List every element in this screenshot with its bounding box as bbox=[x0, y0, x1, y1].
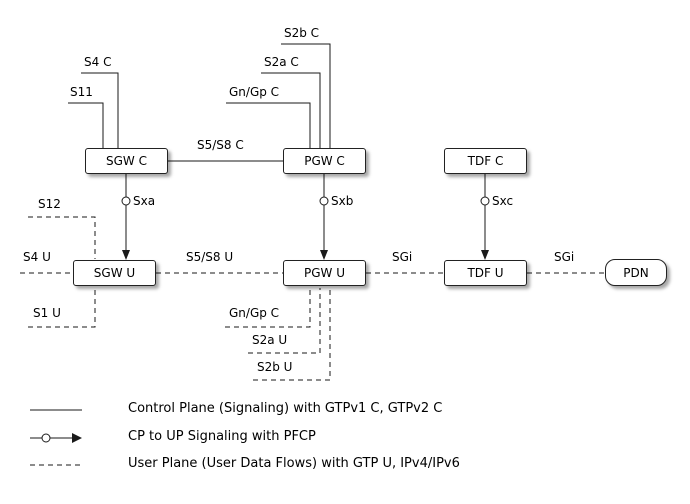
line-s11 bbox=[68, 102, 104, 148]
label-s4-u: S4 U bbox=[23, 250, 51, 264]
label-s1-u: S1 U bbox=[33, 306, 61, 320]
legend-user-plane: User Plane (User Data Flows) with GTP U,… bbox=[128, 456, 460, 471]
line-s2b-c bbox=[281, 43, 331, 148]
label-s12: S12 bbox=[38, 197, 61, 211]
legend-control-plane: Control Plane (Signaling) with GTPv1 C, … bbox=[128, 401, 443, 416]
label-s5-s8-u: S5/S8 U bbox=[186, 250, 234, 264]
label-sgi-1: SGi bbox=[392, 250, 413, 264]
node-sgw-c: SGW C bbox=[85, 148, 168, 174]
label-s2a-c: S2a C bbox=[264, 55, 299, 69]
line-s12 bbox=[28, 216, 96, 259]
label-s2a-u: S2a U bbox=[252, 333, 288, 347]
line-gn-gp-c-top bbox=[226, 102, 311, 148]
node-pgw-c: PGW C bbox=[283, 148, 366, 174]
circle-arrow-line-icon bbox=[30, 433, 82, 443]
label-sxa: Sxa bbox=[133, 194, 156, 208]
label-s2b-c: S2b C bbox=[284, 26, 320, 40]
line-sxa bbox=[121, 174, 131, 260]
line-s2a-u bbox=[248, 288, 321, 354]
node-pgw-u: PGW U bbox=[283, 260, 366, 286]
node-tdf-u: TDF U bbox=[444, 260, 527, 286]
label-sxc: Sxc bbox=[492, 194, 514, 208]
label-gn-gp-c-top: Gn/Gp C bbox=[229, 85, 280, 99]
legend-pfcp: CP to UP Signaling with PFCP bbox=[128, 429, 316, 444]
label-s5-s8-c: S5/S8 C bbox=[197, 138, 244, 152]
label-gn-gp-c-bottom: Gn/Gp C bbox=[229, 306, 280, 320]
line-gn-gp-c-bottom bbox=[225, 288, 311, 328]
label-s4-c: S4 C bbox=[84, 55, 112, 69]
line-s1-u bbox=[28, 288, 96, 328]
label-s11: S11 bbox=[70, 85, 93, 99]
node-pdn: PDN bbox=[605, 259, 667, 286]
node-sgw-u: SGW U bbox=[73, 260, 156, 286]
line-sxb bbox=[319, 174, 329, 260]
label-sxb: Sxb bbox=[331, 194, 354, 208]
line-sxc bbox=[480, 174, 490, 260]
node-tdf-c: TDF C bbox=[444, 148, 527, 174]
line-s2b-u bbox=[253, 288, 331, 381]
line-s2a-c bbox=[261, 72, 321, 148]
label-sgi-2: SGi bbox=[554, 250, 575, 264]
line-s4-c bbox=[81, 72, 119, 148]
label-s2b-u: S2b U bbox=[257, 360, 293, 374]
